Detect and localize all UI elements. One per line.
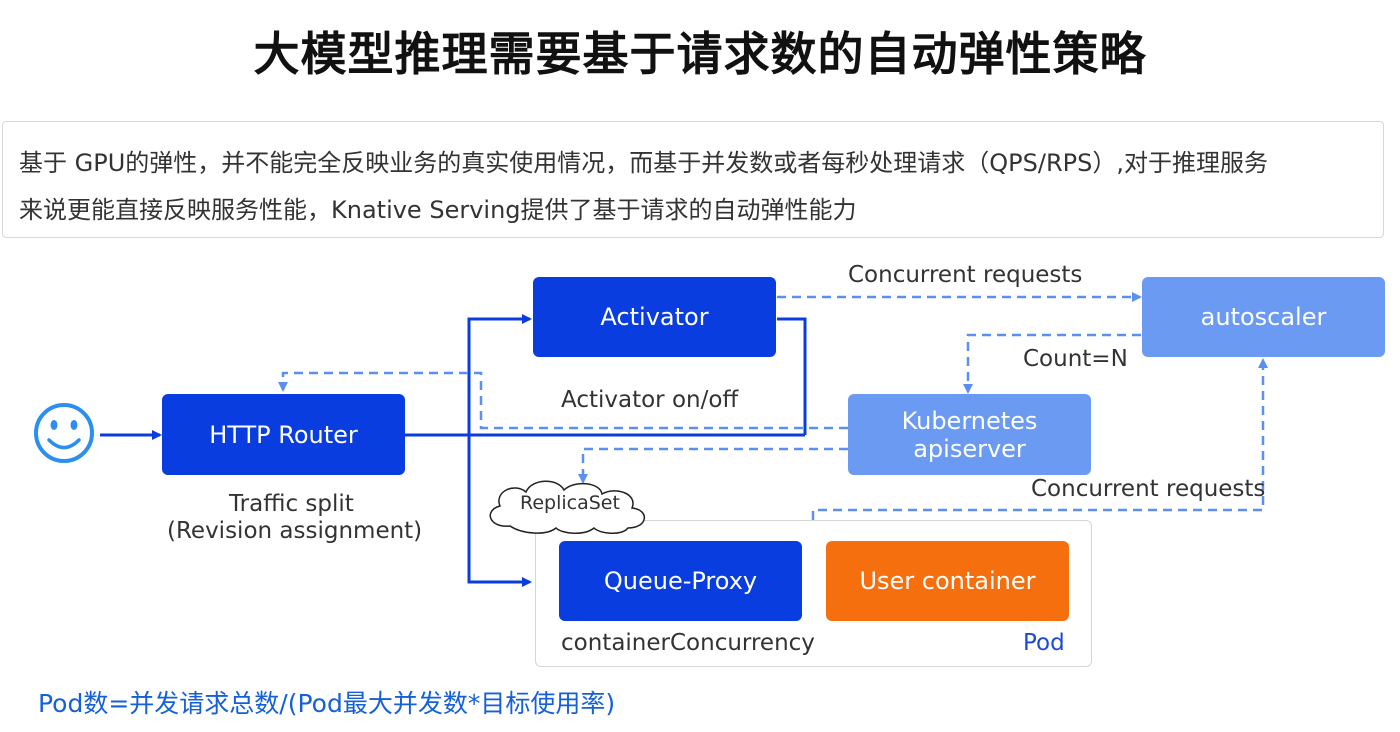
autoscaler-node: autoscaler bbox=[1142, 277, 1385, 357]
concurrent-requests-bottom-label: Concurrent requests bbox=[1031, 476, 1266, 502]
kubernetes-label: Kubernetes bbox=[901, 406, 1038, 435]
kubernetes-to-router-dashed bbox=[278, 371, 848, 430]
queue-proxy-label: Queue-Proxy bbox=[603, 567, 758, 595]
count-label: Count=N bbox=[1023, 346, 1128, 372]
cloud-icon bbox=[489, 480, 645, 534]
activator-return-line bbox=[777, 317, 807, 435]
traffic-split-label: Traffic split bbox=[229, 491, 354, 517]
kubernetes-apiserver-node: Kubernetes apiserver bbox=[848, 394, 1091, 475]
activator-label: Activator bbox=[600, 303, 709, 331]
revision-assignment-label: (Revision assignment) bbox=[167, 518, 423, 544]
http-router-node: HTTP Router bbox=[162, 394, 405, 475]
split-to-queueproxy-arrow bbox=[467, 435, 532, 587]
page-title: 大模型推理需要基于请求数的自动弹性策略 bbox=[253, 27, 1147, 81]
activator-onoff-label: Activator on/off bbox=[561, 387, 739, 413]
pod-to-autoscaler-dashed bbox=[811, 358, 1268, 520]
smiley-face-icon bbox=[34, 403, 94, 463]
description-box: 基于 GPU的弹性，并不能完全反映业务的真实使用情况，而基于并发数或者每秒处理请… bbox=[2, 121, 1384, 238]
concurrent-requests-top-label: Concurrent requests bbox=[848, 262, 1083, 288]
autoscaler-label: autoscaler bbox=[1200, 303, 1327, 331]
pod-label: Pod bbox=[1023, 630, 1065, 656]
user-container-label: User container bbox=[859, 567, 1036, 595]
autoscaler-to-kubernetes-dashed bbox=[963, 333, 1141, 394]
description-line-1: 基于 GPU的弹性，并不能完全反映业务的真实使用情况，而基于并发数或者每秒处理请… bbox=[19, 149, 1268, 177]
apiserver-label: apiserver bbox=[913, 434, 1026, 463]
container-concurrency-label: containerConcurrency bbox=[561, 630, 815, 656]
user-container-node: User container bbox=[826, 541, 1069, 621]
kubernetes-to-replicaset-dashed bbox=[578, 447, 848, 484]
replicaset-label: ReplicaSet bbox=[520, 492, 620, 514]
split-to-activator-arrow bbox=[467, 314, 532, 435]
scaling-formula: Pod数=并发请求总数/(Pod最大并发数*目标使用率) bbox=[38, 689, 616, 718]
activator-node: Activator bbox=[533, 277, 776, 357]
queue-proxy-node: Queue-Proxy bbox=[559, 541, 802, 621]
description-line-2: 来说更能直接反映服务性能，Knative Serving提供了基于请求的自动弹性… bbox=[19, 196, 857, 224]
http-router-label: HTTP Router bbox=[209, 420, 358, 449]
